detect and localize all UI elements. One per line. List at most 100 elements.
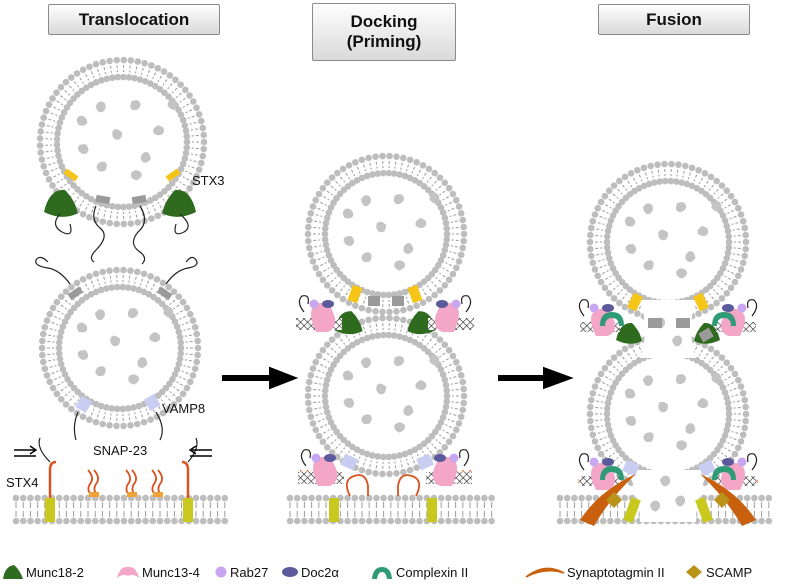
stx3-tail-right (174, 213, 189, 235)
fusion-stx4-left (623, 497, 641, 523)
docking-stx4-right (427, 498, 437, 522)
fusion-vesicle-protein-b (676, 318, 690, 328)
docking-complex-upper-right-doc2a (436, 300, 448, 308)
stx3-left (63, 168, 79, 182)
vamp8-right (143, 393, 161, 412)
fusion-complex-upper-right-rab27 (737, 303, 747, 313)
legend-label-doc2a: Doc2α (301, 564, 339, 580)
label-stx3: STX3 (192, 173, 225, 188)
granule-vesicles (36, 56, 750, 522)
docking-complex-lower-left-doc2a (324, 454, 336, 462)
legend-label-synaptotagmin-ii: Synaptotagmin II (567, 564, 665, 580)
fusion-pore (628, 300, 708, 522)
docking-complex-lower-right-tail (459, 449, 470, 467)
process-arrows (222, 366, 574, 390)
docking-complex-upper-left-tail (298, 295, 309, 313)
fusion-stx3-left (627, 292, 643, 312)
vesicle-translocation-lower (38, 266, 202, 430)
fusion-stx3-right (693, 292, 709, 312)
vesicle-docking-lower (304, 314, 468, 478)
stx4-arrow-left (14, 445, 38, 457)
fusion-complex-lower-right-complexin-ii (712, 466, 736, 480)
docking-complex-upper-right-rab27 (451, 299, 461, 309)
stx3-tail-left (54, 213, 72, 235)
docking-complex-upper-right-tail (461, 295, 472, 313)
plasma-membrane-translocation (12, 494, 229, 525)
fusion-scamp-right (714, 492, 730, 508)
vesicle-translocation-upper (36, 56, 208, 228)
legend-label-scamp: SCAMP (706, 564, 753, 580)
docking-complex-upper-right-munc13-4 (434, 302, 459, 332)
fusion-complex-upper-left-doc2a (602, 304, 614, 312)
legend-item-rab27: Rab27 (214, 563, 268, 581)
doc2a-icon (282, 567, 298, 577)
stage-title-docking: Docking (Priming) (312, 3, 456, 61)
fusion-scamp-left (606, 492, 622, 508)
docking-complex-lower-right-rab27 (449, 453, 459, 463)
munc13-4-icon (117, 566, 139, 578)
munc18-2-right (162, 189, 196, 217)
docking-stx4-left (329, 498, 339, 522)
stage-title-translocation: Translocation (48, 4, 220, 35)
vesicle-fusion-upper (586, 160, 750, 324)
legend-item-munc13-4: Munc13-4 (116, 563, 200, 581)
munc18-2-icon (3, 565, 23, 579)
legend-item-munc18-2: Munc18-2 (2, 563, 84, 581)
docking-complex-lower-left-tail (300, 449, 311, 467)
fusion-complex-lower-right-rab27 (737, 457, 747, 467)
label-snap23: SNAP-23 (93, 443, 148, 458)
stx4-helix-left (48, 460, 57, 498)
fusion-stx4-right (695, 497, 713, 523)
fusion-complex-upper-left-tail (578, 299, 589, 317)
stx4-left (45, 498, 55, 522)
fusion-vesicle-protein-c (698, 327, 714, 343)
legend-item-synaptotagmin-ii: Synaptotagmin II (525, 563, 665, 581)
docking-stx3-right (407, 284, 423, 304)
snare-linker-2 (132, 205, 146, 265)
snap23-1-anchor (89, 492, 99, 497)
fusion-vamp8-right (698, 459, 716, 477)
legend-label-rab27: Rab27 (230, 564, 269, 580)
docking-vesicle-protein-a (368, 296, 380, 306)
docking-complex-lower-right-doc2a (434, 454, 446, 462)
fusion-complex-upper-right-complexin-ii (712, 312, 736, 326)
stx3-right (165, 168, 181, 182)
vamp8-left (75, 395, 93, 414)
vesicle-docking-upper (304, 152, 468, 316)
docking-snap23-right (397, 474, 421, 497)
legend-label-complexin-ii: Complexin II (396, 564, 469, 580)
fusion-vesicle-protein-a (648, 318, 662, 328)
arrow-docking-to-fusion (498, 366, 574, 390)
docking-complex-lower-left-rab27 (311, 453, 321, 463)
docking-complex-upper-left-munc13-4 (311, 302, 336, 332)
fusion-complex-lower-right-tail (747, 453, 758, 471)
stage-title-translocation-text: Translocation (78, 9, 190, 29)
fusion-complex-upper-left-rab27 (589, 303, 599, 313)
docking-snap23-left (345, 474, 369, 497)
stx4-tail-right (187, 437, 198, 463)
vesicle-protein-3 (67, 286, 84, 301)
vamp8-tail-left (73, 411, 79, 441)
stage-title-fusion: Fusion (598, 4, 750, 35)
docking-complex-lower-left-munc13-4 (313, 456, 338, 486)
fusion-complex-lower-left-doc2a (602, 458, 614, 466)
legend-label-munc18-2: Munc18-2 (26, 564, 84, 580)
vamp8-tail-right (155, 411, 163, 441)
munc18-2-left (44, 189, 78, 217)
fusion-complex-upper-right-tail (747, 299, 758, 317)
docking-complex-upper-left-rab27 (309, 299, 319, 309)
legend-item-doc2a: Doc2α (281, 563, 339, 581)
rab27-icon (215, 566, 227, 578)
arrow-translocation-to-docking (222, 366, 299, 390)
fusion-vamp8-left (622, 459, 640, 477)
snap23-2-anchor (127, 492, 137, 497)
stage-title-fusion-text: Fusion (646, 9, 702, 29)
scamp-icon (686, 565, 702, 579)
fusion-complex-upper-left-complexin-ii (600, 312, 624, 326)
legend: Munc18-2 Munc13-4 Rab27 Doc2α Complexin … (0, 561, 787, 583)
fusion-complex-lower-left-rab27 (589, 457, 599, 467)
docking-complex-lower-right-munc13-4 (432, 456, 457, 486)
legend-item-scamp: SCAMP (684, 563, 752, 581)
linker-left (35, 256, 71, 285)
